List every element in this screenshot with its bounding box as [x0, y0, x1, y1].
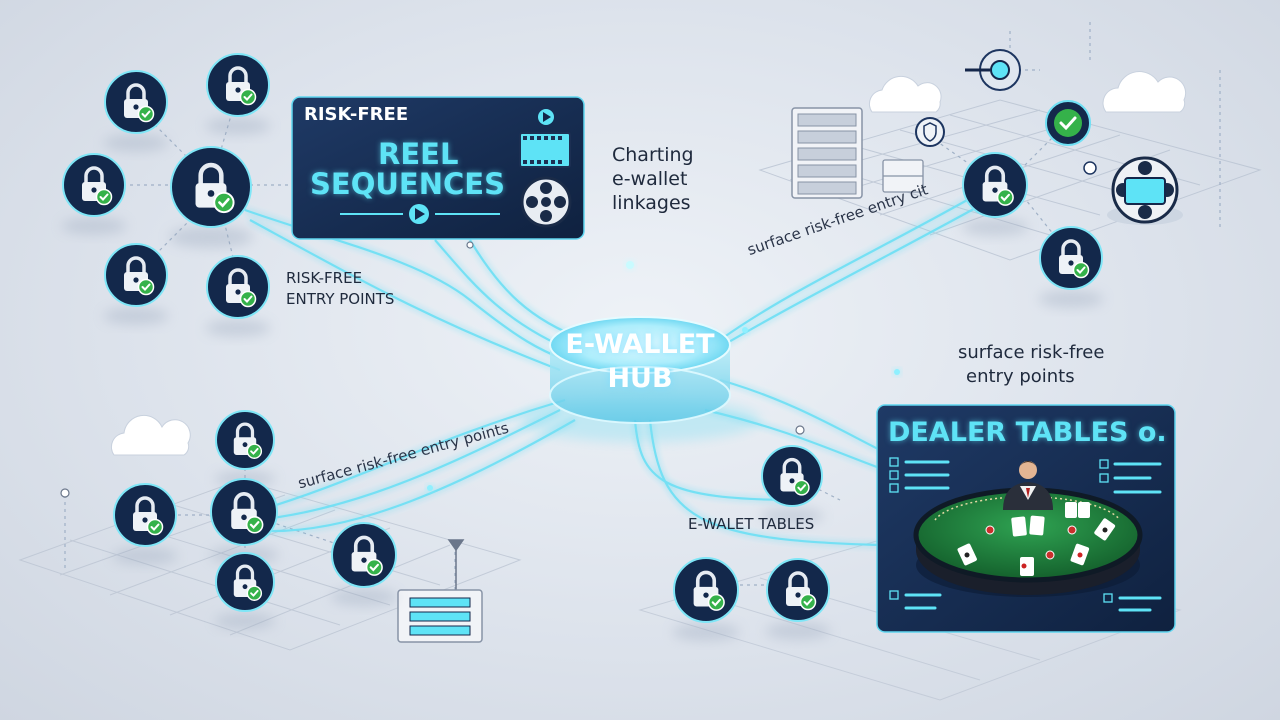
- padlock-check-icon: [205, 53, 271, 135]
- entry-points-line-2: ENTRY POINTS: [286, 290, 395, 308]
- padlock-check-icon: [112, 483, 178, 565]
- small-node-icon: [60, 241, 805, 498]
- padlock-check-icon: [214, 552, 276, 630]
- hub-label: E-WALLET HUB: [548, 328, 732, 396]
- playing-card-icon: [957, 502, 1116, 576]
- cloud-icon: [868, 75, 942, 113]
- server-rack-icon: [791, 107, 863, 199]
- padlock-nodes: [61, 53, 1104, 641]
- dealer-icon: [1003, 461, 1053, 510]
- ewallet-hub: [520, 316, 760, 442]
- vertical-glow-beam: [427, 240, 900, 491]
- padlock-check-icon: [205, 255, 271, 337]
- signal-mast-icon: [447, 539, 465, 590]
- padlock-check-icon: [103, 243, 169, 325]
- charting-line-1: Charting: [612, 144, 694, 166]
- dealer-card-title: DEALER TABLES o.: [888, 417, 1167, 448]
- dealer-card-decor: [876, 404, 1176, 633]
- small-device-icon: [882, 159, 924, 193]
- hub-label-line1: E-WALLET: [565, 329, 715, 360]
- play-icon: [538, 109, 554, 125]
- reel-card-decor: [291, 96, 585, 240]
- padlock-check-icon: [330, 522, 398, 606]
- padlock-check-icon: [1038, 226, 1104, 308]
- padlock-check-icon: [214, 410, 276, 488]
- surface-right-label: surface risk-free entry points: [958, 341, 1104, 389]
- film-reel-icon: [520, 176, 572, 228]
- toggle-node-icon: [965, 49, 1021, 91]
- charting-line-3: linkages: [612, 192, 691, 214]
- reel-card-title-line1: REEL: [378, 137, 459, 171]
- entry-points-line-1: RISK-FREE: [286, 269, 363, 287]
- padlock-check-icon: [103, 70, 169, 152]
- play-icon: [340, 204, 500, 224]
- ewallet-tables-label: E-WALET TABLES: [688, 515, 815, 533]
- padlock-check-icon: [209, 478, 279, 565]
- charting-line-2: e-wallet: [612, 168, 688, 190]
- small-node-icon: [1083, 161, 1097, 175]
- cloud-icon: [1102, 71, 1187, 113]
- entry-points-label: RISK-FREE ENTRY POINTS: [286, 268, 394, 310]
- padlock-check-icon: [169, 146, 253, 249]
- padlock-check-icon: [961, 152, 1029, 236]
- film-reel-icon: [1107, 156, 1183, 225]
- reel-card-kicker: RISK-FREE: [304, 104, 409, 125]
- cloud-icon: [110, 414, 191, 456]
- charting-label: Charting e-wallet linkages: [612, 143, 694, 215]
- shield-badge-icon: [915, 117, 945, 147]
- padlock-check-icon: [672, 557, 740, 641]
- surface-right-line-2: entry points: [966, 366, 1075, 387]
- padlock-check-icon: [760, 445, 824, 525]
- padlock-check-icon: [765, 558, 831, 640]
- reel-card-title-line2: SEQUENCES: [310, 167, 505, 201]
- check-badge-icon: [1045, 100, 1091, 146]
- server-card-icon: [397, 589, 483, 643]
- surface-right-line-1: surface risk-free: [958, 342, 1105, 363]
- padlock-check-icon: [61, 153, 127, 235]
- hub-label-line2: HUB: [607, 363, 673, 394]
